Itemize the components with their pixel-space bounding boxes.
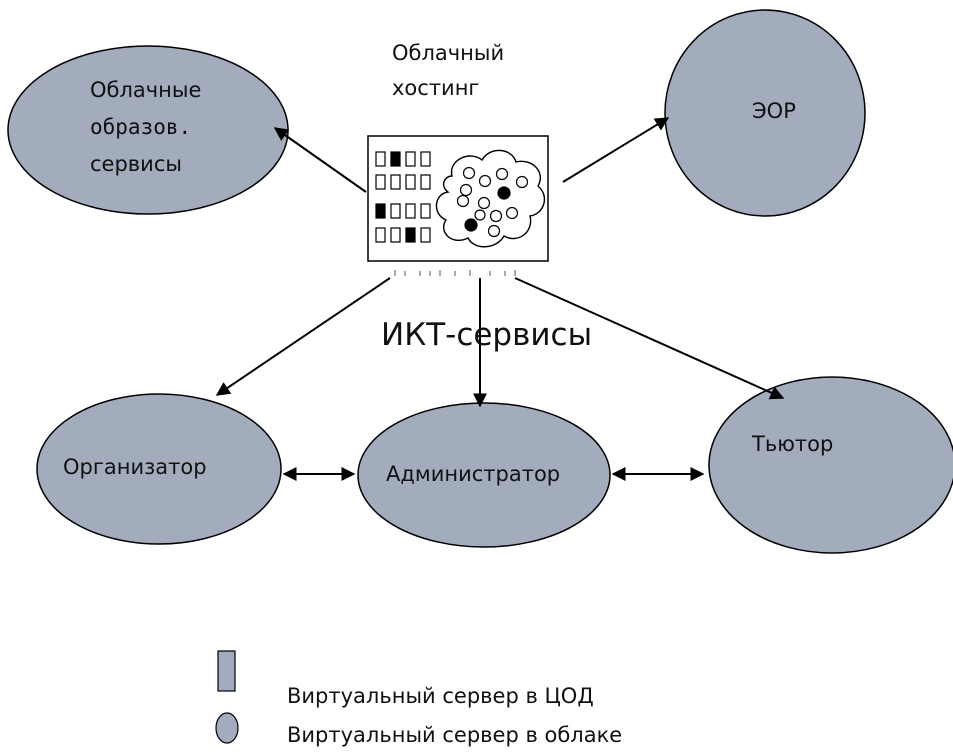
hub-caption: Облачный хостинг — [392, 36, 504, 106]
node-organizer — [36, 393, 282, 545]
cloud-hosting-icon — [367, 135, 549, 276]
server-grid-icon — [375, 151, 431, 243]
cloud-services-line1: Облачные — [90, 78, 202, 102]
hub-caption-line1: Облачный — [392, 41, 505, 65]
node-eor — [664, 9, 866, 217]
node-tutor — [708, 376, 953, 554]
cloud-services-line2: образов. — [90, 115, 192, 139]
arrow-hub-to-tutor — [514, 277, 785, 400]
arrow-hub-to-eor — [562, 117, 670, 183]
hub-base-strip — [394, 270, 516, 276]
arrow-hub-to-cloud-services — [273, 127, 367, 193]
administrator-label: Администратор — [386, 462, 561, 486]
cloud-services-line3: сервисы — [90, 152, 182, 176]
center-label: ИКТ-сервисы — [381, 317, 593, 353]
legend-circle-label: Виртуальный сервер в облаке — [287, 723, 623, 747]
eor-label: ЭОР — [752, 99, 796, 123]
legend-circle-icon — [215, 712, 239, 744]
legend-rect-icon — [217, 650, 236, 692]
virtual-server-circles-icon — [456, 166, 529, 238]
tutor-label: Тьютор — [752, 432, 834, 456]
arrow-hub-to-organizer — [215, 277, 391, 396]
legend-rect-label: Виртуальный сервер в ЦОД — [287, 684, 594, 708]
cloud-services-label: Облачные образов. сервисы — [90, 72, 201, 183]
hub-caption-line2: хостинг — [392, 76, 480, 100]
organizer-label: Организатор — [63, 455, 207, 479]
